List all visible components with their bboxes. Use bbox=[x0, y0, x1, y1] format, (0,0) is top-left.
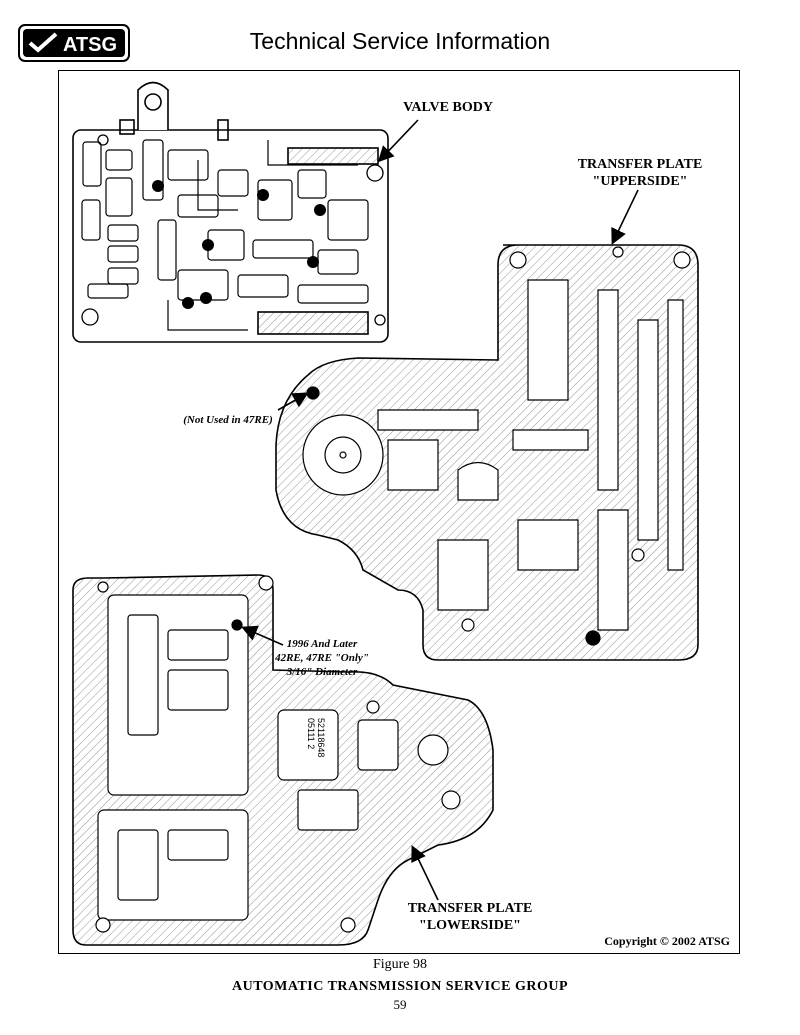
not-used-label: (Not Used in 47RE) bbox=[183, 414, 273, 426]
upperside-label: TRANSFER PLATE "UPPERSIDE" bbox=[565, 156, 715, 190]
part-number-1: 52118648 bbox=[316, 718, 326, 757]
note-label: 1996 And Later 42RE, 47RE "Only" 3/16" D… bbox=[262, 637, 382, 679]
upperside-plate-drawing bbox=[275, 244, 699, 661]
note-line-1: 1996 And Later bbox=[286, 638, 358, 650]
lowerside-plate-drawing: 52118648 05111 2 bbox=[72, 574, 494, 946]
upperside-line-1: TRANSFER PLATE bbox=[577, 157, 703, 172]
valve-body-arrow bbox=[377, 119, 419, 163]
lowerside-arrow bbox=[411, 845, 439, 901]
copyright-notice: Copyright © 2002 ATSG bbox=[604, 934, 730, 948]
valve-body-illustration: 52118648 05111 2 bbox=[72, 81, 699, 946]
page-title: Technical Service Information bbox=[249, 28, 551, 54]
valve-body-text: VALVE BODY bbox=[403, 100, 493, 115]
valve-body-label: VALVE BODY bbox=[378, 99, 518, 116]
upperside-arrow bbox=[611, 189, 639, 245]
atsg-logo: ATSG bbox=[18, 24, 130, 62]
leader-arrows bbox=[241, 119, 639, 901]
part-number-2: 05111 2 bbox=[306, 718, 316, 749]
lowerside-line-1: TRANSFER PLATE bbox=[407, 901, 533, 916]
note-arrow bbox=[241, 625, 284, 646]
figure-caption: Figure 98 bbox=[372, 957, 428, 972]
valve-body-drawing bbox=[72, 81, 389, 343]
not-used-arrow bbox=[277, 392, 309, 411]
note-line-3: 3/16" Diameter bbox=[286, 666, 358, 678]
figure-frame bbox=[58, 70, 740, 954]
note-line-2: 42RE, 47RE "Only" bbox=[275, 652, 369, 664]
page-number: 59 bbox=[393, 997, 407, 1012]
lowerside-label: TRANSFER PLATE "LOWERSIDE" bbox=[390, 900, 550, 934]
check-icon bbox=[28, 32, 58, 53]
upperside-line-2: "UPPERSIDE" bbox=[592, 174, 688, 189]
lowerside-line-2: "LOWERSIDE" bbox=[419, 918, 521, 933]
logo-text: ATSG bbox=[63, 34, 117, 56]
footer-organization: AUTOMATIC TRANSMISSION SERVICE GROUP bbox=[231, 979, 569, 994]
